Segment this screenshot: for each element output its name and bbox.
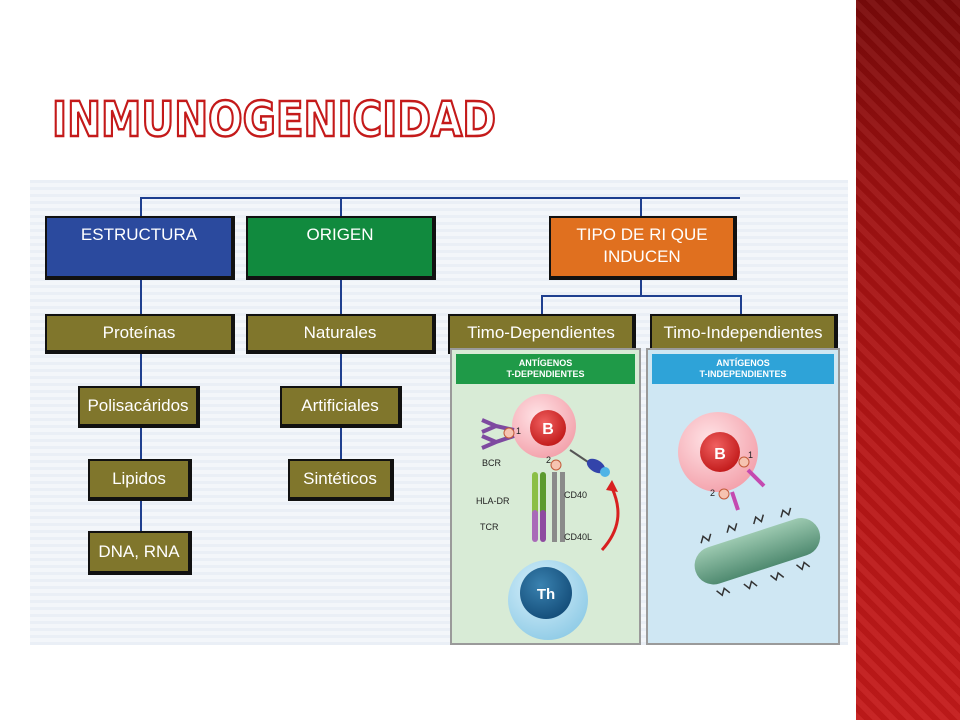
label-cd40l: CD40L [564,532,592,542]
estructura-item-lipidos: Lipidos [88,459,192,501]
label-bcr: BCR [482,458,502,468]
connector [640,278,642,296]
label-cd40: CD40 [564,490,587,500]
signal-arrow-icon [600,487,620,552]
connector [340,197,342,219]
tipo-item-label: Timo-Independientes [663,323,823,342]
label-step-2: 2 [546,455,551,465]
category-estructura: ESTRUCTURA [45,216,235,280]
connector [640,197,642,219]
slide-title: INMUNOGENICIDAD [50,88,520,148]
b-cell-nucleus [700,432,740,472]
label-hla-dr: HLA-DR [476,496,510,506]
tipo-item-timo-independientes: Timo-Independientes [650,314,838,354]
antigen-tip-icon [600,467,610,477]
connector [140,197,142,219]
connector [541,295,543,317]
panel-ti-header: ANTÍGENOS T-INDEPENDIENTES [652,354,834,384]
arrowhead-icon [606,480,618,492]
connector [340,278,342,464]
label-tcr: TCR [480,522,499,532]
estructura-item-dna-rna: DNA, RNA [88,531,192,575]
b-cell-nucleus [530,410,566,446]
bcr-receptor [481,418,515,450]
panel-ti-header-line1: ANTÍGENOS [716,358,770,368]
origen-item-label: Artificiales [301,396,379,415]
panel-t-independientes: ANTÍGENOS T-INDEPENDIENTES B 1 2 [646,348,840,645]
connector [740,295,742,317]
th-cell-nucleus [520,567,572,619]
estructura-item-label: Lipidos [112,469,166,488]
origen-item-naturales: Naturales [246,314,436,354]
origen-item-artificiales: Artificiales [280,386,402,428]
connector [541,295,741,297]
hla-dr-tcr-complex [532,472,565,542]
origen-item-label: Naturales [303,323,377,342]
antigen-icon [586,458,606,474]
estructura-item-polisacaridos: Polisacáridos [78,386,200,428]
bacterium-icon [694,507,821,597]
category-origen-label: ORIGEN [306,225,374,244]
th-cell-label: Th [537,586,555,603]
origen-item-label: Sintéticos [303,469,377,488]
label-step-2: 2 [710,488,715,498]
category-origen: ORIGEN [246,216,436,280]
t-independent-illustration: B 1 2 [678,412,821,597]
bcr-crosslink-icon [730,468,766,511]
b-cell-label: B [714,446,726,463]
category-tipo-ri-label: TIPO DE RI QUE INDUCEN [576,225,708,266]
plus-sign-icon [718,488,730,500]
plus-sign-icon [738,456,750,468]
plus-sign-icon [550,459,562,471]
panel-t-dependientes: ANTÍGENOS T-DEPENDIENTES B Th [450,348,641,645]
label-step-1: 1 [748,450,753,460]
panel-td-header-line2: T-DEPENDIENTES [506,369,585,379]
category-estructura-label: ESTRUCTURA [80,225,198,244]
estructura-item-label: Polisacáridos [87,396,189,415]
panel-td-header: ANTÍGENOS T-DEPENDIENTES [456,354,635,384]
antigen-stalk [569,449,589,463]
b-cell-label: B [542,421,554,438]
immunogenicity-diagram: ESTRUCTURA ORIGEN TIPO DE RI QUE INDUCEN… [30,180,848,645]
t-dependent-illustration: B Th BCR HLA-DR [476,394,620,640]
estructura-item-proteinas: Proteínas [45,314,235,354]
estructura-item-label: DNA, RNA [98,542,180,561]
tipo-item-label: Timo-Dependientes [467,323,615,342]
plus-sign-icon [503,427,515,439]
panel-ti-header-line2: T-INDEPENDIENTES [699,369,787,379]
panel-td-header-line1: ANTÍGENOS [518,358,573,368]
origen-item-sinteticos: Sintéticos [288,459,394,501]
label-step-1: 1 [516,426,521,436]
tipo-item-timo-dependientes: Timo-Dependientes [448,314,636,354]
decorative-side-band [856,0,960,720]
connector [140,197,740,199]
slide-title-text: INMUNOGENICIDAD [52,92,496,148]
category-tipo-ri: TIPO DE RI QUE INDUCEN [549,216,737,280]
estructura-item-label: Proteínas [102,323,176,342]
